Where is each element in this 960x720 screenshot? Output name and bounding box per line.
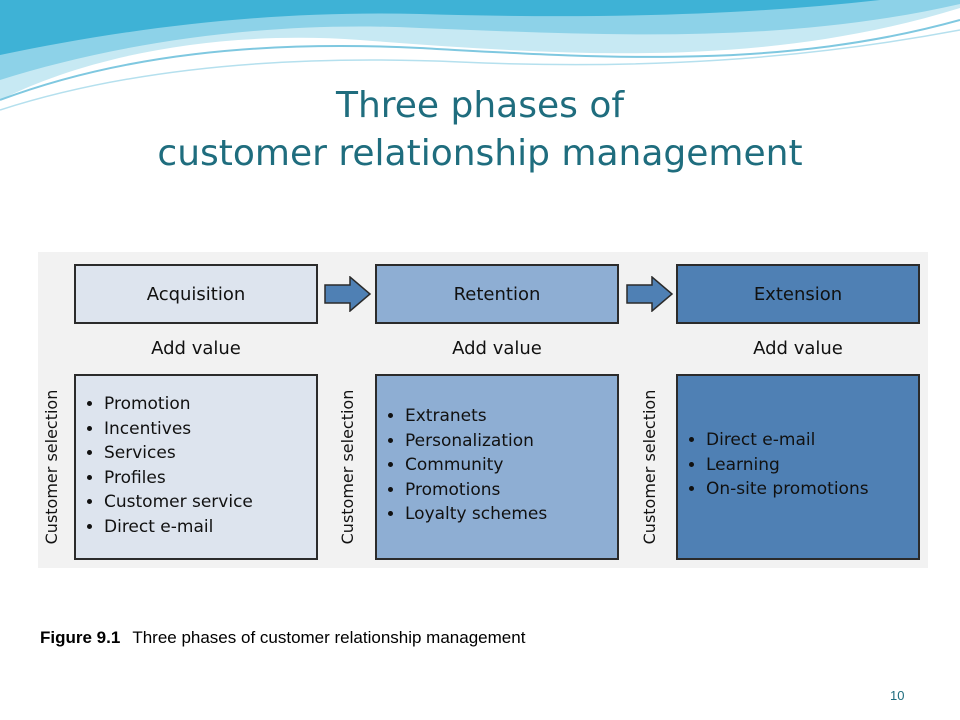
figure-caption: Figure 9.1 Three phases of customer relat… <box>40 628 525 648</box>
phase-header-retention: Retention <box>375 264 619 324</box>
phase-body-extension: Direct e-mail Learning On-site promotion… <box>676 374 920 560</box>
phase-name: Acquisition <box>146 283 246 305</box>
page-number: 10 <box>890 688 905 703</box>
list-item: Customer service <box>104 490 316 515</box>
crm-phases-diagram: Acquisition Add value Promotion Incentiv… <box>38 252 928 568</box>
list-item: Loyalty schemes <box>405 502 617 527</box>
list-item: Learning <box>706 453 918 478</box>
list-item: Profiles <box>104 466 316 491</box>
phase-item-list: Extranets Personalization Community Prom… <box>377 404 617 527</box>
add-value-label: Add value <box>452 338 542 359</box>
list-item: Direct e-mail <box>706 428 918 453</box>
list-item: Community <box>405 453 617 478</box>
phase-body-retention: Extranets Personalization Community Prom… <box>375 374 619 560</box>
customer-selection-label: Customer selection <box>640 389 659 545</box>
list-item: Direct e-mail <box>104 515 316 540</box>
right-arrow-icon <box>626 276 674 312</box>
slide-title: Three phases of customer relationship ma… <box>0 82 960 178</box>
phase-header-extension: Extension <box>676 264 920 324</box>
phase-header-acquisition: Acquisition <box>74 264 318 324</box>
list-item: Promotion <box>104 392 316 417</box>
list-item: On-site promotions <box>706 477 918 502</box>
phase-name: Retention <box>453 283 541 305</box>
list-item: Promotions <box>405 478 617 503</box>
slide-title-line-1: Three phases of <box>335 85 625 126</box>
list-item: Incentives <box>104 417 316 442</box>
customer-selection-label: Customer selection <box>42 389 61 545</box>
customer-selection-label: Customer selection <box>338 389 357 545</box>
figure-caption-text: Three phases of customer relationship ma… <box>132 628 526 647</box>
add-value-label: Add value <box>151 338 241 359</box>
list-item: Services <box>104 441 316 466</box>
figure-caption-label: Figure 9.1 <box>40 628 121 647</box>
list-item: Extranets <box>405 404 617 429</box>
phase-body-acquisition: Promotion Incentives Services Profiles C… <box>74 374 318 560</box>
header-wave-decoration <box>0 0 960 111</box>
phase-item-list: Promotion Incentives Services Profiles C… <box>76 392 316 539</box>
list-item: Personalization <box>405 429 617 454</box>
phase-item-list: Direct e-mail Learning On-site promotion… <box>678 428 918 502</box>
add-value-label: Add value <box>753 338 843 359</box>
phase-name: Extension <box>753 283 843 305</box>
right-arrow-icon <box>324 276 372 312</box>
slide-title-line-2: customer relationship management <box>157 133 803 174</box>
